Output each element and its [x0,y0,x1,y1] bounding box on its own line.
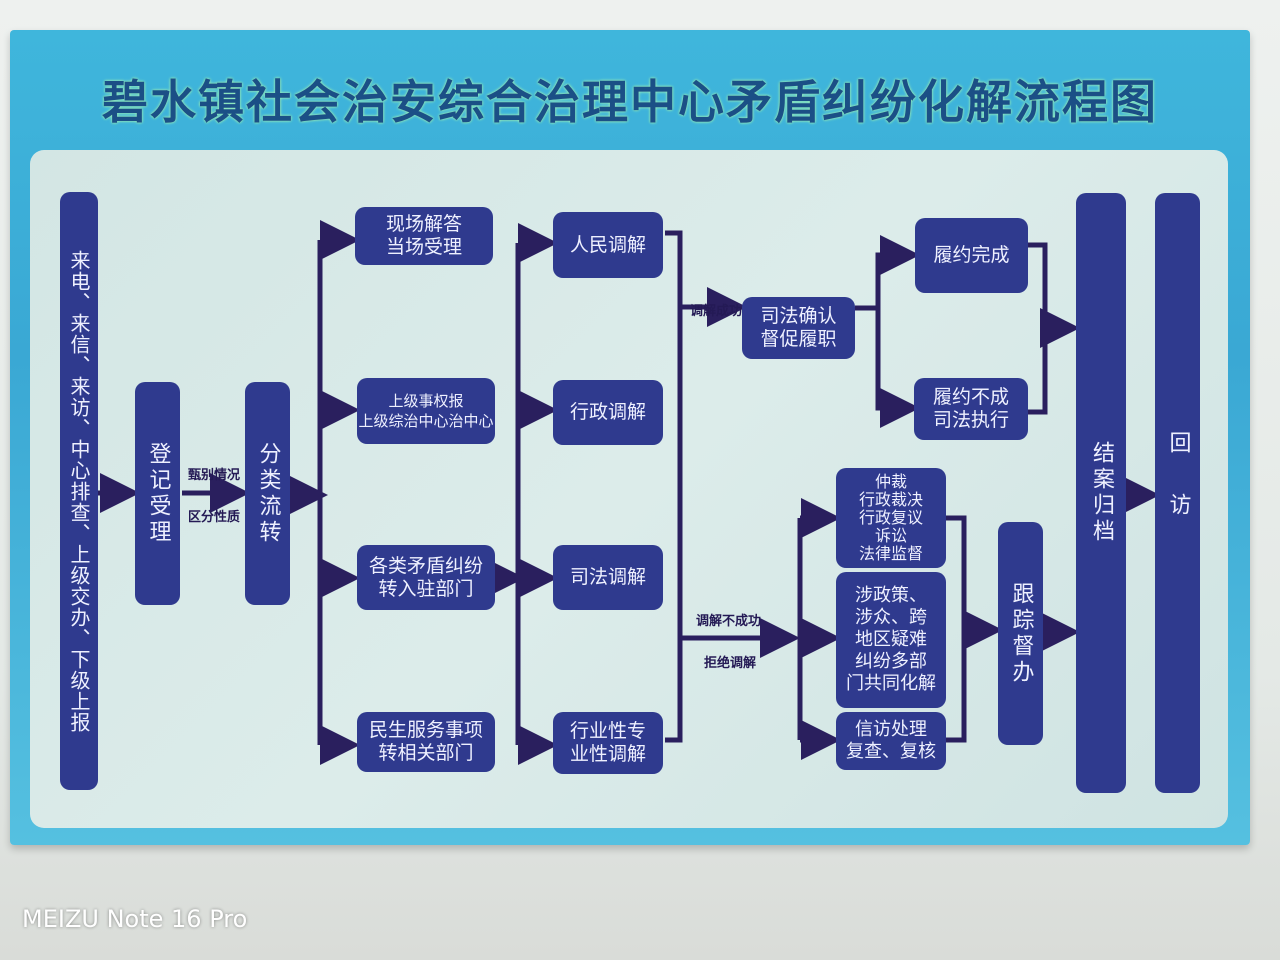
petition-box: 信访处理 复查、复核 [836,712,946,770]
mediation-admin-box: 行政调解 [553,380,663,445]
fulfilled-box: 履约完成 [915,218,1028,293]
fail-label: 调解不成功 [696,614,762,629]
route-escalate-box: 上级事权报 上级综治中心治中心 [357,378,495,444]
mediation-people-box: 人民调解 [553,212,663,278]
screen-label-top: 甄别情况 [188,468,241,483]
register-box: 登记受理 [135,382,180,605]
camera-watermark: MEIZU Note 16 Pro [22,905,248,933]
source-channels-box: 来电、来信、来访、中心排查、上级交办、下级上报 [60,192,98,790]
close-archive-box: 结案归档 [1076,193,1126,793]
route-onsite-box: 现场解答 当场受理 [355,207,493,265]
refuse-label: 拒绝调解 [704,656,757,671]
multi-department-box: 涉政策、 涉众、跨 地区疑难 纠纷多部 门共同化解 [836,572,946,708]
screen-label-bottom: 区分性质 [188,510,241,525]
track-supervise-box: 跟踪督办 [998,522,1043,745]
judicial-confirm-box: 司法确认 督促履职 [742,297,855,359]
unfulfilled-box: 履约不成 司法执行 [914,378,1028,440]
mediation-judicial-box: 司法调解 [553,545,663,610]
revisit-box: 回访 [1155,193,1200,793]
page-title: 碧水镇社会治安综合治理中心矛盾纠纷化解流程图 [102,75,1158,129]
route-livelihood-box: 民生服务事项 转相关部门 [357,712,495,772]
success-label: 调解成功 [690,304,743,319]
route-department-box: 各类矛盾纠纷 转入驻部门 [357,545,495,610]
classify-box: 分类流转 [245,382,290,605]
mediation-industry-box: 行业性专 业性调解 [553,712,663,774]
arbitration-litigation-box: 仲裁 行政裁决 行政复议 诉讼 法律监督 [836,468,946,568]
